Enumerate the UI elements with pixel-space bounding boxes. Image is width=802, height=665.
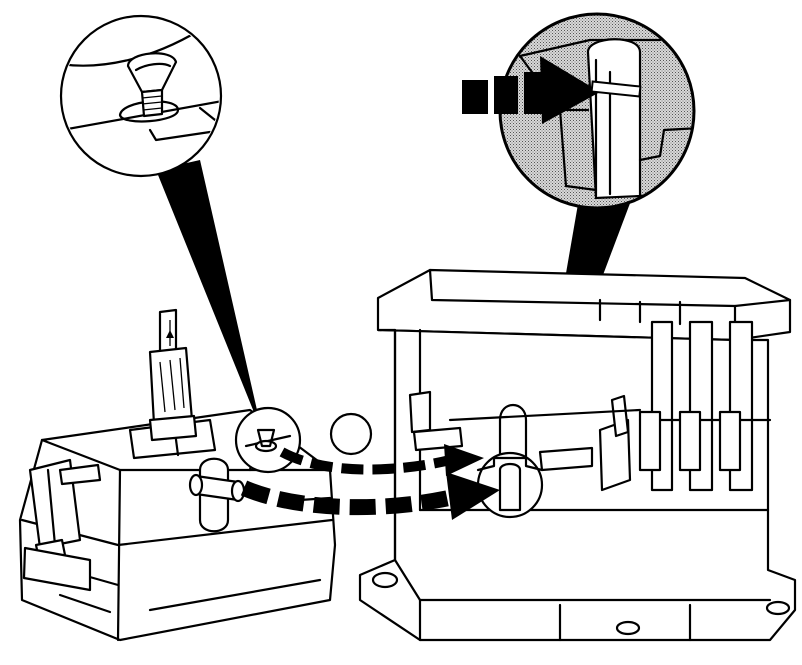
upper-motion-arrow: [279, 444, 484, 476]
screw-icon: [126, 52, 178, 118]
arrow-icon: [446, 472, 500, 520]
step-number-badge: [329, 412, 373, 456]
slot-highlight-circle: [476, 451, 544, 519]
contactor: [358, 268, 797, 642]
auxiliary-block: [18, 408, 337, 642]
screwdriver-icon: [148, 308, 198, 442]
screw-highlight-circle: [234, 406, 302, 474]
arrow-icon: [444, 444, 484, 476]
arrow-icon: [540, 56, 600, 124]
lower-motion-arrow: [240, 472, 500, 520]
insert-arrow: [462, 56, 642, 124]
left-magnifier: [59, 14, 223, 178]
left-callout-pointer: [156, 160, 262, 432]
